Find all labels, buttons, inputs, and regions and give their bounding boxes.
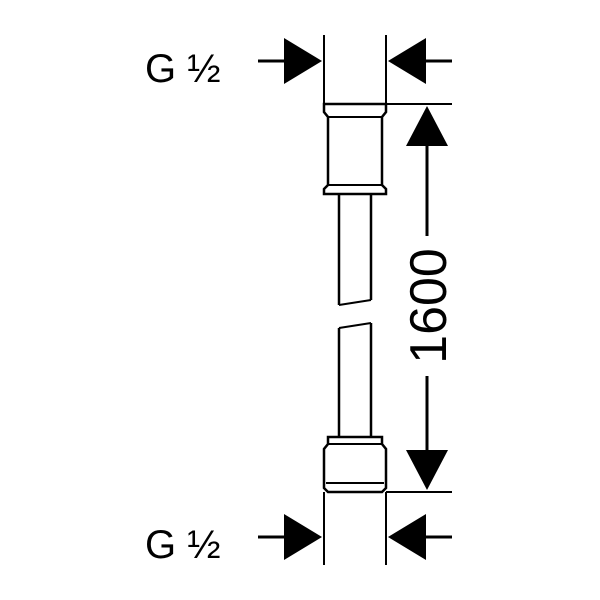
top-arrow-left — [388, 38, 426, 84]
hose-tube-upper — [337, 194, 373, 306]
hose-tube-lower — [337, 322, 373, 437]
length-arrow-up — [406, 106, 448, 146]
length-dimension-label: 1600 — [400, 248, 458, 364]
top-thread-label: G ½ — [145, 47, 221, 91]
bottom-hose-nut — [322, 435, 388, 494]
bottom-thread-label: G ½ — [145, 523, 221, 567]
top-hose-nut — [322, 102, 388, 196]
top-arrow-right — [284, 38, 322, 84]
bottom-arrow-left — [388, 514, 426, 560]
length-arrow-down — [406, 450, 448, 490]
bottom-arrow-right — [284, 514, 322, 560]
